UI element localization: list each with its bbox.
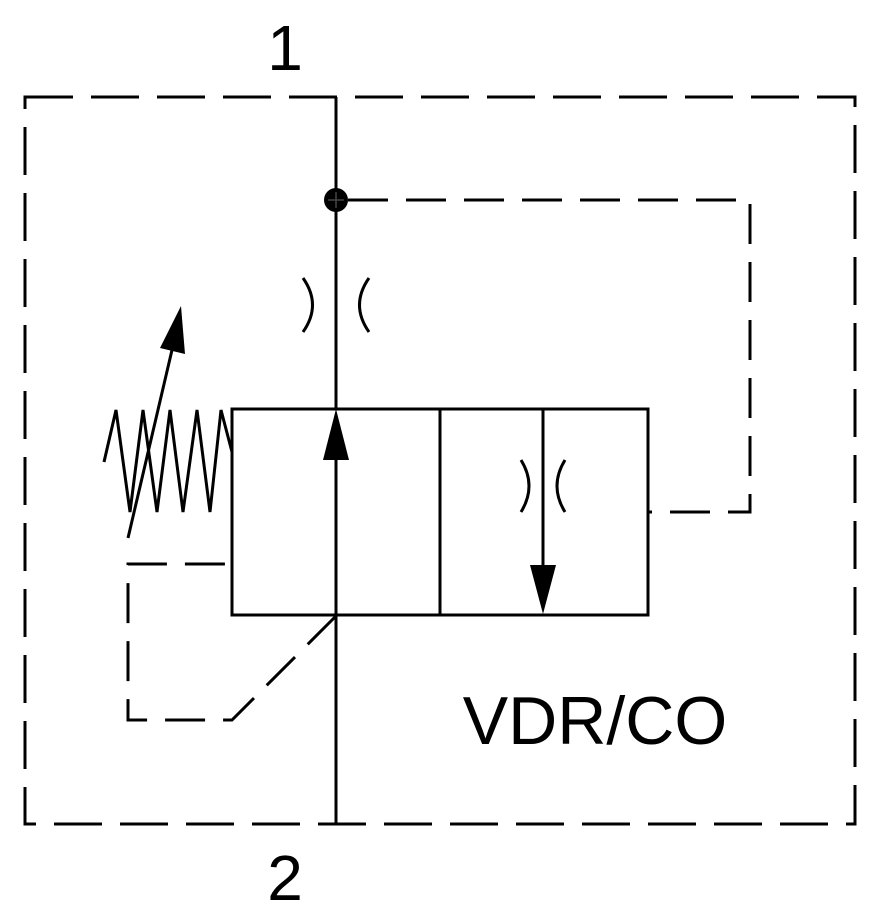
spring-icon: [102, 409, 234, 513]
orifice-main: [301, 277, 371, 333]
pilot-line-bottom: [126, 562, 338, 722]
flow-arrow-down: [530, 565, 556, 614]
adjustment-arrow-head: [160, 306, 185, 354]
port-2-label: 2: [267, 842, 303, 914]
pilot-line-top: [348, 198, 752, 514]
adjustment-arrow-shaft: [126, 349, 174, 539]
orifice-right: [519, 459, 567, 513]
port-1-label: 1: [267, 12, 303, 84]
model-label: VDR/CO: [463, 683, 727, 759]
valve-enclosure: [23, 95, 857, 826]
flow-arrow-up: [323, 409, 349, 460]
